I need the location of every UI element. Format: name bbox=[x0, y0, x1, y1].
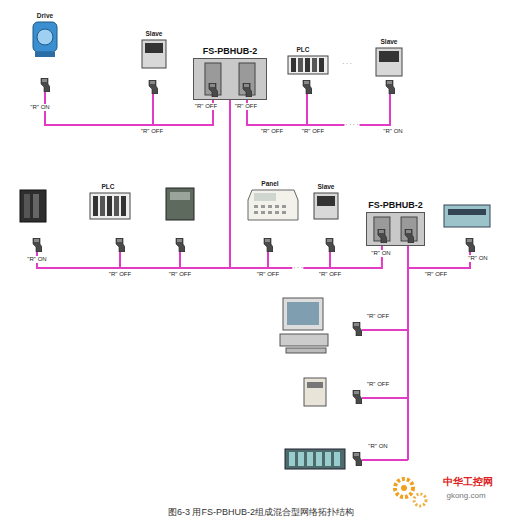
device-name: Slave bbox=[317, 183, 336, 190]
drive-icon bbox=[33, 22, 57, 57]
device-name: PLC bbox=[296, 46, 311, 53]
bus-trunk bbox=[230, 100, 382, 268]
device-name: PLC bbox=[101, 183, 116, 190]
watermark: 中华工控网 bbox=[442, 476, 494, 487]
slave-icon bbox=[142, 40, 402, 219]
terminator-label: "R" OFF bbox=[108, 271, 132, 278]
watermark: gkong.com bbox=[445, 492, 486, 501]
hub-name: FS-PBHUB-2 bbox=[203, 46, 258, 56]
module-icon bbox=[304, 378, 326, 406]
terminator-label: "R" OFF bbox=[366, 381, 390, 388]
device-name: Slave bbox=[145, 30, 164, 37]
terminator-label: · · · bbox=[292, 264, 303, 271]
terminator-label: "R" OFF bbox=[318, 271, 342, 278]
terminator-label: "R" ON bbox=[29, 104, 50, 111]
hub-box: FS-PBHUB-2 bbox=[193, 58, 267, 100]
device-name: Panel bbox=[260, 180, 279, 187]
terminator-label: "R" OFF bbox=[256, 271, 280, 278]
terminator-label: "R" OFF bbox=[260, 128, 284, 135]
plc-icon bbox=[20, 56, 490, 469]
terminator-label: "R" ON bbox=[382, 128, 403, 135]
bus-lines bbox=[37, 92, 470, 460]
terminator-label: "R" OFF bbox=[301, 128, 325, 135]
terminator-label: "R" OFF bbox=[168, 271, 192, 278]
device-name: Drive bbox=[36, 12, 54, 19]
terminator-label: "R" ON bbox=[467, 255, 488, 262]
terminator-label: "R" OFF bbox=[140, 128, 164, 135]
terminator-label: "R" ON bbox=[367, 443, 388, 450]
terminator-label: · · · bbox=[341, 60, 352, 67]
figure-caption: 图6-3 用FS-PBHUB-2组成混合型网络拓扑结构 bbox=[168, 506, 354, 519]
hub-box: FS-PBHUB-2 bbox=[366, 212, 425, 246]
terminator-label: "R" OFF bbox=[194, 103, 218, 110]
terminator-label: · · · · bbox=[345, 121, 360, 128]
watermark-gears bbox=[395, 479, 426, 506]
panel-icon bbox=[248, 190, 298, 220]
terminator-label: "R" OFF bbox=[234, 103, 258, 110]
device-name: Slave bbox=[380, 38, 399, 45]
hub-ports bbox=[367, 213, 424, 245]
terminator-label: "R" OFF bbox=[424, 271, 448, 278]
hub-ports bbox=[194, 59, 266, 99]
pc-icon bbox=[280, 298, 328, 353]
terminator-label: "R" ON bbox=[370, 250, 391, 257]
terminator-label: "R" ON bbox=[26, 256, 47, 263]
hub-name: FS-PBHUB-2 bbox=[368, 200, 423, 210]
terminator-label: "R" OFF bbox=[366, 313, 390, 320]
profibus-connectors bbox=[33, 78, 475, 466]
